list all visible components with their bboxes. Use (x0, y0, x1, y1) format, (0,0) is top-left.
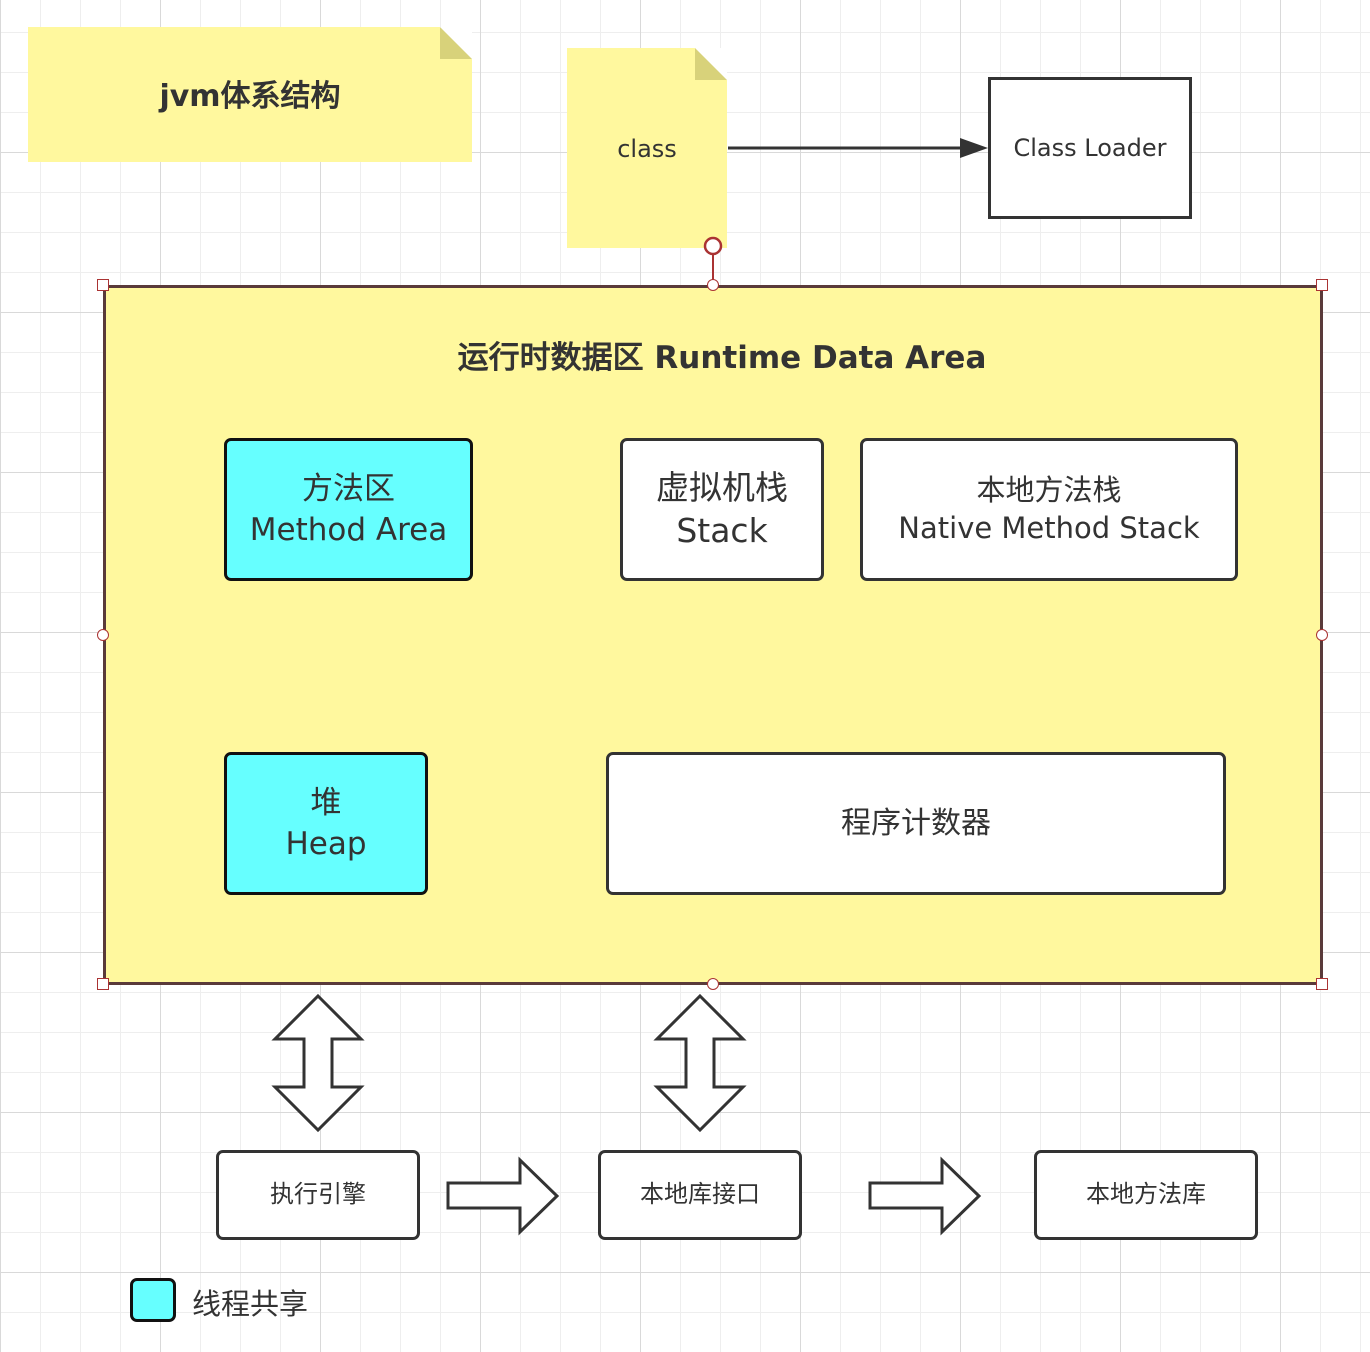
connection-point[interactable] (97, 629, 109, 641)
resize-handle[interactable] (97, 978, 109, 990)
method-area-box: 方法区 Method Area (224, 438, 473, 581)
connection-point[interactable] (707, 978, 719, 990)
execution-engine-label: 执行引擎 (270, 1180, 366, 1209)
native-interface-label: 本地库接口 (640, 1180, 760, 1209)
diagram-title: jvm体系结构 (159, 78, 341, 114)
native-stack-en: Native Method Stack (898, 510, 1200, 545)
bidirectional-arrow-icon (271, 993, 365, 1133)
resize-handle[interactable] (97, 279, 109, 291)
execution-engine-box: 执行引擎 (216, 1150, 420, 1240)
connection-point[interactable] (1316, 629, 1328, 641)
native-interface-box: 本地库接口 (598, 1150, 802, 1240)
method-area-zh: 方法区 (302, 471, 395, 508)
vm-stack-en: Stack (676, 510, 768, 550)
runtime-data-area-title: 运行时数据区 Runtime Data Area (457, 340, 987, 376)
native-library-label: 本地方法库 (1086, 1180, 1206, 1209)
legend-swatch (130, 1278, 176, 1322)
vm-stack-box: 虚拟机栈 Stack (620, 438, 824, 581)
resize-handle[interactable] (1316, 978, 1328, 990)
heap-zh: 堆 (310, 785, 342, 822)
class-note: class (567, 48, 727, 248)
class-loader-label: Class Loader (1013, 134, 1167, 162)
native-method-stack-box: 本地方法栈 Native Method Stack (860, 438, 1238, 581)
native-library-box: 本地方法库 (1034, 1150, 1258, 1240)
class-to-runtime-connector (703, 236, 723, 280)
resize-handle[interactable] (1316, 279, 1328, 291)
vm-stack-zh: 虚拟机栈 (656, 467, 788, 507)
right-arrow-icon (446, 1156, 560, 1236)
class-loader-box: Class Loader (988, 77, 1192, 219)
legend-label: 线程共享 (192, 1287, 309, 1321)
program-counter-box: 程序计数器 (606, 752, 1226, 895)
method-area-en: Method Area (249, 511, 448, 548)
note-fold (695, 48, 727, 80)
class-to-loader-arrow (728, 138, 988, 158)
note-fold (440, 27, 472, 59)
class-note-label: class (617, 135, 677, 163)
bidirectional-arrow-icon (653, 993, 747, 1133)
title-note: jvm体系结构 (28, 27, 472, 162)
right-arrow-icon (868, 1156, 982, 1236)
program-counter-label: 程序计数器 (841, 806, 991, 841)
heap-en: Heap (285, 825, 367, 862)
heap-box: 堆 Heap (224, 752, 428, 895)
native-stack-zh: 本地方法栈 (976, 472, 1122, 507)
